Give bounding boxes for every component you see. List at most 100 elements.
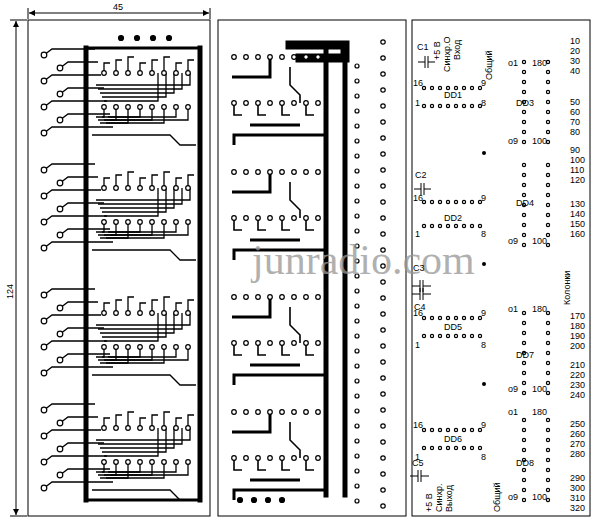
solder-pad xyxy=(280,456,285,461)
solder-pad xyxy=(522,173,525,176)
solder-pad xyxy=(438,446,441,449)
solder-pad xyxy=(430,86,433,89)
silkscreen-label: 16 xyxy=(413,420,423,430)
solder-pad xyxy=(268,341,273,346)
solder-pad xyxy=(292,410,297,415)
copper-trace xyxy=(44,75,101,81)
solder-pad xyxy=(304,456,309,461)
solder-pad xyxy=(430,104,433,107)
solder-pad xyxy=(162,105,167,110)
solder-pad xyxy=(522,183,525,186)
silkscreen-label: 16 xyxy=(413,193,423,203)
solder-pad xyxy=(268,410,273,415)
solder-pad xyxy=(381,152,385,156)
silkscreen-label: 8 xyxy=(481,452,486,462)
solder-pad xyxy=(114,71,119,76)
silkscreen-label: 9 xyxy=(481,420,486,430)
solder-pad xyxy=(292,101,297,106)
silkscreen-label: o9 xyxy=(508,384,518,394)
silkscreen-label: DD1 xyxy=(444,90,462,100)
solder-pad xyxy=(470,200,473,203)
solder-pad xyxy=(57,331,63,337)
silkscreen-label: 310 xyxy=(570,493,585,503)
solder-pad xyxy=(446,334,449,337)
solder-pad xyxy=(522,498,525,501)
silkscreen-label: 8 xyxy=(481,229,486,239)
silkscreen-label: 190 xyxy=(570,331,585,341)
via-dot xyxy=(482,382,486,386)
solder-pad xyxy=(114,460,119,465)
solder-pad xyxy=(292,295,297,300)
dimension-label: 45 xyxy=(112,2,124,12)
solder-pad xyxy=(546,90,549,93)
silkscreen-label: DD3 xyxy=(516,98,534,108)
solder-pad xyxy=(256,341,261,346)
power-bus xyxy=(86,48,200,500)
solder-pad xyxy=(57,232,63,238)
solder-pad xyxy=(430,224,433,227)
silkscreen-label: 200 xyxy=(570,341,585,351)
solder-pad xyxy=(244,216,249,221)
solder-pad xyxy=(41,219,47,225)
solder-pad xyxy=(438,224,441,227)
solder-pad xyxy=(162,220,167,225)
solder-pad xyxy=(522,428,525,431)
capacitor-symbol xyxy=(410,470,429,482)
solder-pad xyxy=(422,224,425,227)
solder-pad xyxy=(41,318,47,324)
solder-pad xyxy=(57,65,63,71)
dimension-tick xyxy=(28,8,29,19)
solder-pad xyxy=(470,428,473,431)
solder-pad xyxy=(151,36,156,41)
silkscreen-label: o1 xyxy=(508,304,518,314)
solder-pad xyxy=(355,454,359,458)
solder-pad xyxy=(422,334,425,337)
solder-pad xyxy=(454,446,457,449)
copper-trace xyxy=(44,216,107,222)
silkscreen-label: 280 xyxy=(570,449,585,459)
silkscreen-label: 70 xyxy=(570,117,580,127)
copper-trace xyxy=(102,347,140,357)
solder-pad xyxy=(102,311,107,316)
copper-trace xyxy=(250,364,300,367)
copper-trace xyxy=(98,107,116,120)
copper-trace xyxy=(44,242,113,248)
solder-pad xyxy=(478,334,481,337)
via-dot xyxy=(482,151,486,155)
solder-pad xyxy=(126,186,131,191)
solder-pad xyxy=(256,55,261,60)
solder-pad xyxy=(381,328,385,332)
copper-trace xyxy=(100,73,174,93)
silkscreen-label: 9 xyxy=(481,308,486,318)
solder-pad xyxy=(232,170,237,175)
watermark: junradio.com xyxy=(252,238,475,282)
copper-trace xyxy=(98,347,116,360)
copper-trace xyxy=(60,177,98,183)
solder-pad xyxy=(316,170,321,175)
solder-pad xyxy=(546,223,549,226)
silkscreen-label: 180 xyxy=(532,58,547,68)
solder-pad xyxy=(355,394,359,398)
copper-trace xyxy=(232,297,270,317)
solder-pad xyxy=(292,55,297,60)
solder-pad xyxy=(355,364,359,368)
solder-pad xyxy=(462,334,465,337)
solder-pad xyxy=(546,428,549,431)
solder-pad xyxy=(381,472,385,476)
silkscreen-label: 50 xyxy=(570,97,580,107)
solder-pad xyxy=(454,86,457,89)
silkscreen-label: 90 xyxy=(570,145,580,155)
silkscreen-label: 100 xyxy=(532,136,547,146)
solder-pad xyxy=(57,420,63,426)
copper-trace xyxy=(98,462,116,475)
solder-pad xyxy=(41,130,47,136)
silkscreen-label: o1 xyxy=(508,407,518,417)
silkscreen-label: 1 xyxy=(415,98,420,108)
solder-pad xyxy=(268,295,273,300)
solder-pad xyxy=(256,216,261,221)
silkscreen-label: 60 xyxy=(570,107,580,117)
solder-pad xyxy=(135,36,140,41)
solder-pad xyxy=(381,168,385,172)
solder-pad xyxy=(280,55,285,60)
via-dot xyxy=(482,262,486,266)
